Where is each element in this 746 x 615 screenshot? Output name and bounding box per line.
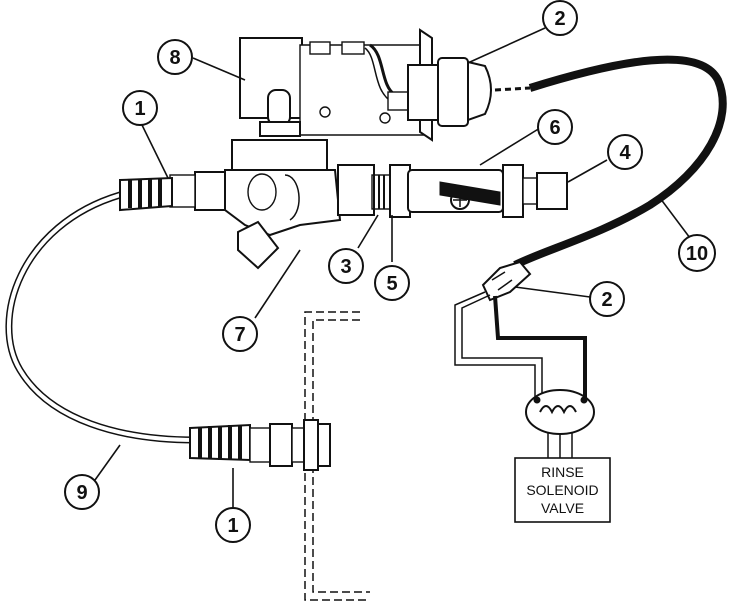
callout-4: 4	[607, 134, 643, 170]
leader-1-top	[141, 124, 169, 179]
callout-2-top: 2	[542, 0, 578, 36]
solenoid-coil	[525, 389, 595, 458]
spring-guard-top	[119, 171, 226, 212]
hose-9	[5, 191, 196, 444]
callout-5: 5	[374, 265, 410, 301]
callout-9: 9	[64, 474, 100, 510]
box-label-line3: VALVE	[541, 500, 584, 516]
cable-10	[494, 55, 727, 269]
callout-8-label: 8	[169, 47, 180, 69]
leader-3	[357, 214, 379, 249]
callout-2-bottom-label: 2	[601, 289, 612, 311]
leader-2-bottom	[514, 286, 591, 298]
callout-8: 8	[157, 39, 193, 75]
leader-7	[254, 249, 301, 319]
wall-fitting-bottom	[189, 419, 331, 471]
callout-1-bottom: 1	[215, 507, 251, 543]
solenoid-bracket	[239, 28, 433, 142]
ball-valve-assembly	[337, 164, 568, 218]
cable-fitting-bottom	[481, 260, 532, 302]
strainer-body	[224, 139, 342, 270]
callout-10: 10	[678, 234, 716, 272]
callout-1-top: 1	[122, 90, 158, 126]
callout-2-top-label: 2	[554, 8, 565, 30]
leader-8	[192, 57, 246, 81]
callout-6: 6	[537, 109, 573, 145]
leader-9	[94, 444, 121, 481]
callout-6-label: 6	[549, 117, 560, 139]
box-label-line2: SOLENOID	[526, 482, 598, 498]
cable-fitting-top	[407, 57, 492, 127]
callout-5-label: 5	[386, 273, 397, 295]
leader-lines	[94, 27, 691, 508]
callout-9-label: 9	[76, 482, 87, 504]
solenoid-wires	[454, 291, 587, 398]
leader-2-top	[469, 27, 546, 63]
callout-7: 7	[222, 316, 258, 352]
callout-10-label: 10	[686, 243, 708, 265]
callout-1-top-label: 1	[134, 98, 145, 120]
callout-7-label: 7	[234, 324, 245, 346]
leader-6	[479, 127, 541, 166]
leader-4	[567, 159, 608, 183]
rinse-solenoid-box: RINSE SOLENOID VALVE	[514, 457, 611, 523]
callout-3-label: 3	[340, 256, 351, 278]
callout-3: 3	[328, 248, 364, 284]
callout-1-bottom-label: 1	[227, 515, 238, 537]
callout-2-bottom: 2	[589, 281, 625, 317]
callout-4-label: 4	[619, 142, 631, 164]
leader-10	[659, 197, 691, 239]
box-label-line1: RINSE	[541, 464, 584, 480]
